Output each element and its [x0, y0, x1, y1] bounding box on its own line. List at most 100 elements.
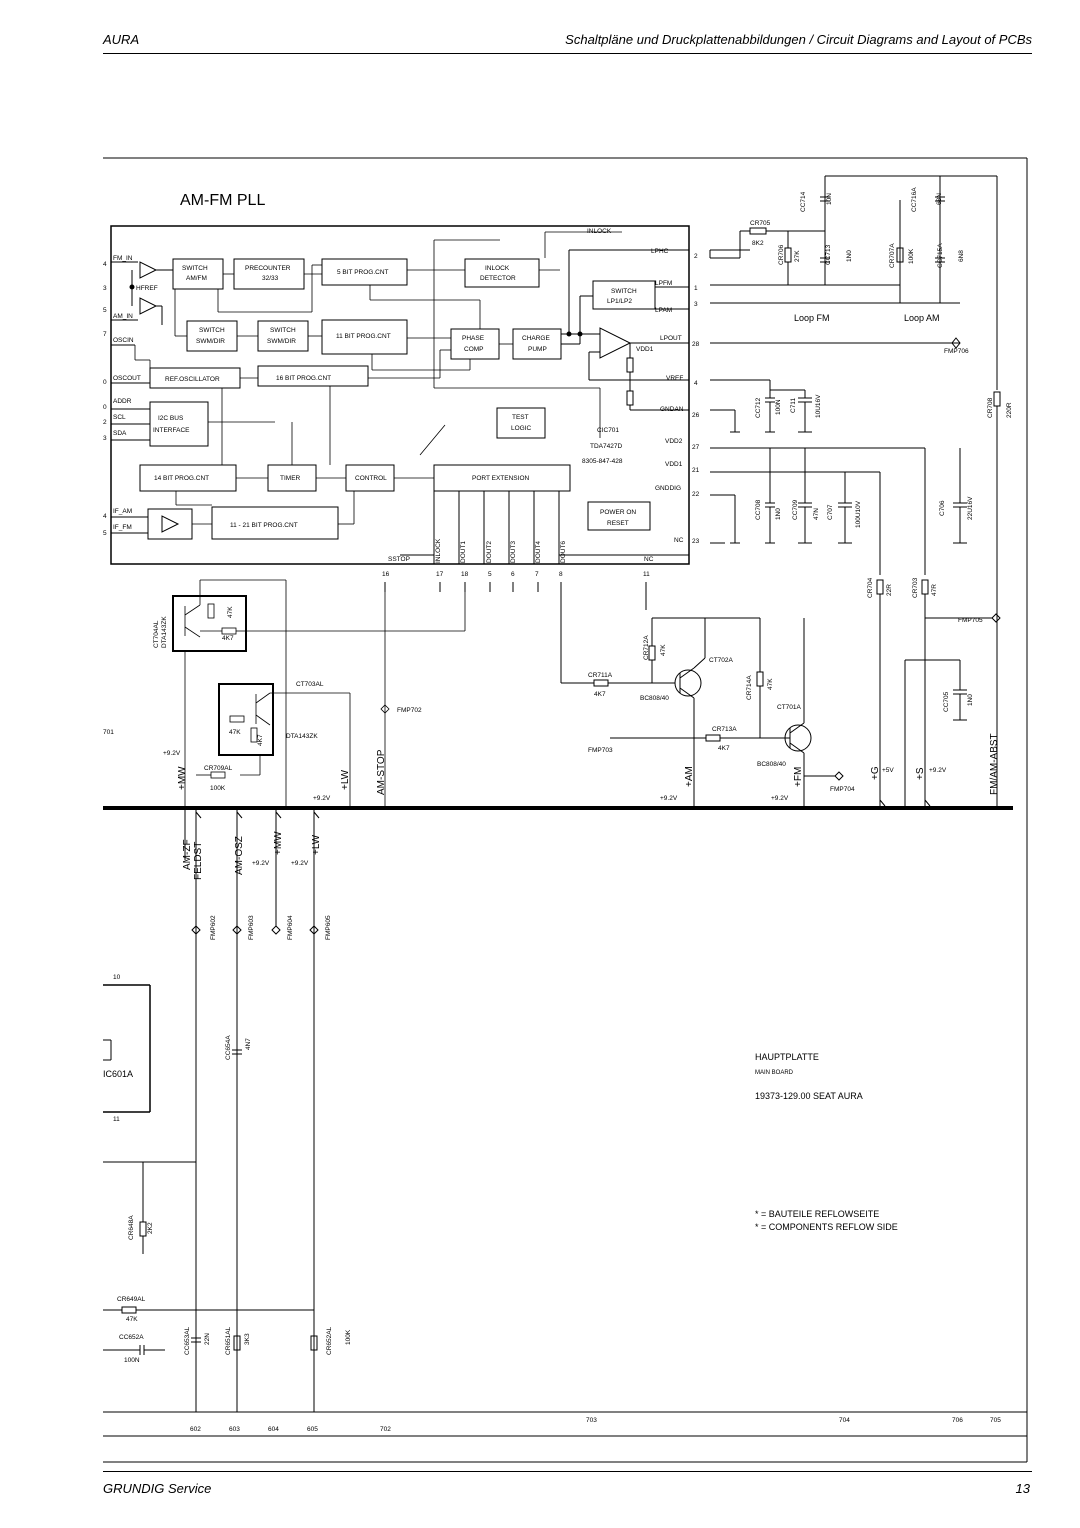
block-switch-amfm [172, 258, 224, 290]
svg-text:11: 11 [643, 571, 650, 578]
svg-text:11 - 21 BIT PROG.CNT: 11 - 21 BIT PROG.CNT [230, 522, 298, 529]
svg-text:DOUT4: DOUT4 [535, 541, 542, 563]
svg-text:POWER ON: POWER ON [600, 509, 636, 516]
svg-text:GNDAN: GNDAN [660, 406, 684, 413]
svg-text:4K7: 4K7 [257, 734, 264, 746]
svg-text:FMP706: FMP706 [944, 348, 969, 355]
svg-text:CR705: CR705 [750, 220, 771, 227]
svg-text:+FM: +FM [793, 767, 804, 787]
svg-text:702: 702 [380, 1426, 391, 1433]
svg-text:68N: 68N [936, 193, 943, 205]
svg-text:SWITCH: SWITCH [611, 288, 637, 295]
svg-text:5 BIT PROG.CNT: 5 BIT PROG.CNT [337, 269, 389, 276]
svg-text:VDD1: VDD1 [636, 346, 654, 353]
svg-text:FMP704: FMP704 [830, 786, 855, 793]
svg-text:NC: NC [674, 537, 684, 544]
svg-text:+9.2V: +9.2V [929, 767, 947, 774]
svg-text:DTA143ZK: DTA143ZK [286, 733, 318, 740]
opamp-triangle [599, 327, 632, 359]
left-pin-num: 3 [103, 435, 107, 442]
svg-text:706: 706 [952, 1417, 963, 1424]
block-switch-swm1 [186, 320, 238, 352]
pin-sda: SDA [113, 430, 127, 437]
svg-text:8K2: 8K2 [752, 240, 764, 247]
pin-oscout: OSCOUT [113, 375, 141, 382]
svg-text:+9.2V: +9.2V [660, 795, 678, 802]
svg-text:100U10V: 100U10V [855, 500, 862, 528]
svg-text:7: 7 [535, 571, 539, 578]
block-11-21bit-prog [211, 506, 339, 540]
svg-text:CC708: CC708 [755, 499, 762, 520]
svg-text:INLOCK: INLOCK [435, 538, 442, 563]
svg-text:+9.2V: +9.2V [252, 860, 270, 867]
svg-text:LPAM: LPAM [655, 307, 672, 314]
svg-text:VDD1: VDD1 [665, 461, 683, 468]
svg-text:LP1/LP2: LP1/LP2 [607, 298, 632, 305]
svg-text:INLOCK: INLOCK [485, 265, 510, 272]
svg-text:+LW: +LW [340, 769, 351, 790]
svg-text:C706: C706 [939, 500, 946, 516]
svg-text:CC653AL: CC653AL [184, 1326, 191, 1355]
svg-text:FMP703: FMP703 [588, 747, 613, 754]
svg-text:C711: C711 [790, 398, 797, 413]
board-number: 19373-129.00 SEAT AURA [755, 1091, 863, 1101]
pin-hfref: HFREF [136, 285, 158, 292]
header-title: Schaltpläne und Druckplattenabbildungen … [565, 32, 1032, 47]
svg-text:CC716A: CC716A [911, 187, 918, 212]
svg-text:5: 5 [488, 571, 492, 578]
ic-cic701-outline [110, 225, 690, 565]
diagram-title: AM-FM PLL [180, 192, 265, 209]
svg-text:47R: 47R [931, 584, 938, 596]
svg-text:CT701A: CT701A [777, 704, 802, 711]
svg-text:DOUT3: DOUT3 [510, 541, 517, 563]
svg-text:47K: 47K [229, 729, 241, 736]
block-phase-comp [450, 328, 500, 360]
svg-text:2: 2 [694, 253, 698, 260]
svg-text:CC714: CC714 [800, 191, 807, 212]
svg-text:DOUT1: DOUT1 [460, 541, 467, 563]
svg-text:605: 605 [307, 1426, 318, 1433]
left-pin-num: 4 [103, 513, 107, 520]
svg-text:3: 3 [694, 301, 698, 308]
svg-text:22U16V: 22U16V [967, 496, 974, 520]
svg-text:27: 27 [692, 444, 700, 451]
svg-text:3K3: 3K3 [244, 1333, 251, 1345]
svg-text:604: 604 [268, 1426, 279, 1433]
svg-text:100K: 100K [345, 1329, 352, 1345]
svg-text:+MW: +MW [177, 766, 188, 790]
svg-text:704: 704 [839, 1417, 850, 1424]
svg-text:220R: 220R [1006, 402, 1013, 418]
svg-text:INLOCK: INLOCK [587, 228, 612, 235]
svg-text:FMP604: FMP604 [287, 915, 294, 940]
left-pin-num: 5 [103, 307, 107, 314]
loop-fm-label: Loop FM [794, 313, 830, 323]
svg-text:8305-847-428: 8305-847-428 [582, 458, 623, 465]
left-pin-num: 0 [103, 404, 107, 411]
svg-text:CC654A: CC654A [225, 1035, 232, 1060]
svg-text:DOUT6: DOUT6 [560, 541, 567, 563]
fm-amp-triangle [139, 261, 158, 279]
svg-text:SWM/DIR: SWM/DIR [267, 338, 296, 345]
legend-reflow-en: * = COMPONENTS REFLOW SIDE [755, 1222, 898, 1232]
svg-text:4K7: 4K7 [594, 691, 606, 698]
block-5bit-prog [321, 258, 408, 286]
page-number: 13 [1015, 1481, 1030, 1496]
left-pin-num: 4 [103, 261, 107, 268]
svg-text:C707: C707 [827, 504, 834, 520]
svg-text:TEST: TEST [512, 414, 529, 421]
main-board-label: MAIN BOARD [755, 1070, 794, 1076]
svg-text:100N: 100N [775, 399, 782, 415]
svg-text:32/33: 32/33 [262, 275, 279, 282]
svg-text:CT702A: CT702A [709, 657, 734, 664]
svg-text:10N: 10N [826, 193, 833, 205]
header-model: AURA [103, 32, 140, 47]
svg-text:CR648A: CR648A [128, 1215, 135, 1240]
svg-text:CR704: CR704 [867, 577, 874, 598]
svg-text:FM/AM-ABST: FM/AM-ABST [989, 733, 1000, 795]
svg-text:SWITCH: SWITCH [199, 327, 225, 334]
svg-text:BC808/40: BC808/40 [757, 761, 786, 768]
ct703al-box [218, 683, 274, 756]
svg-text:+9.2V: +9.2V [313, 795, 331, 802]
svg-text:701: 701 [103, 729, 114, 736]
